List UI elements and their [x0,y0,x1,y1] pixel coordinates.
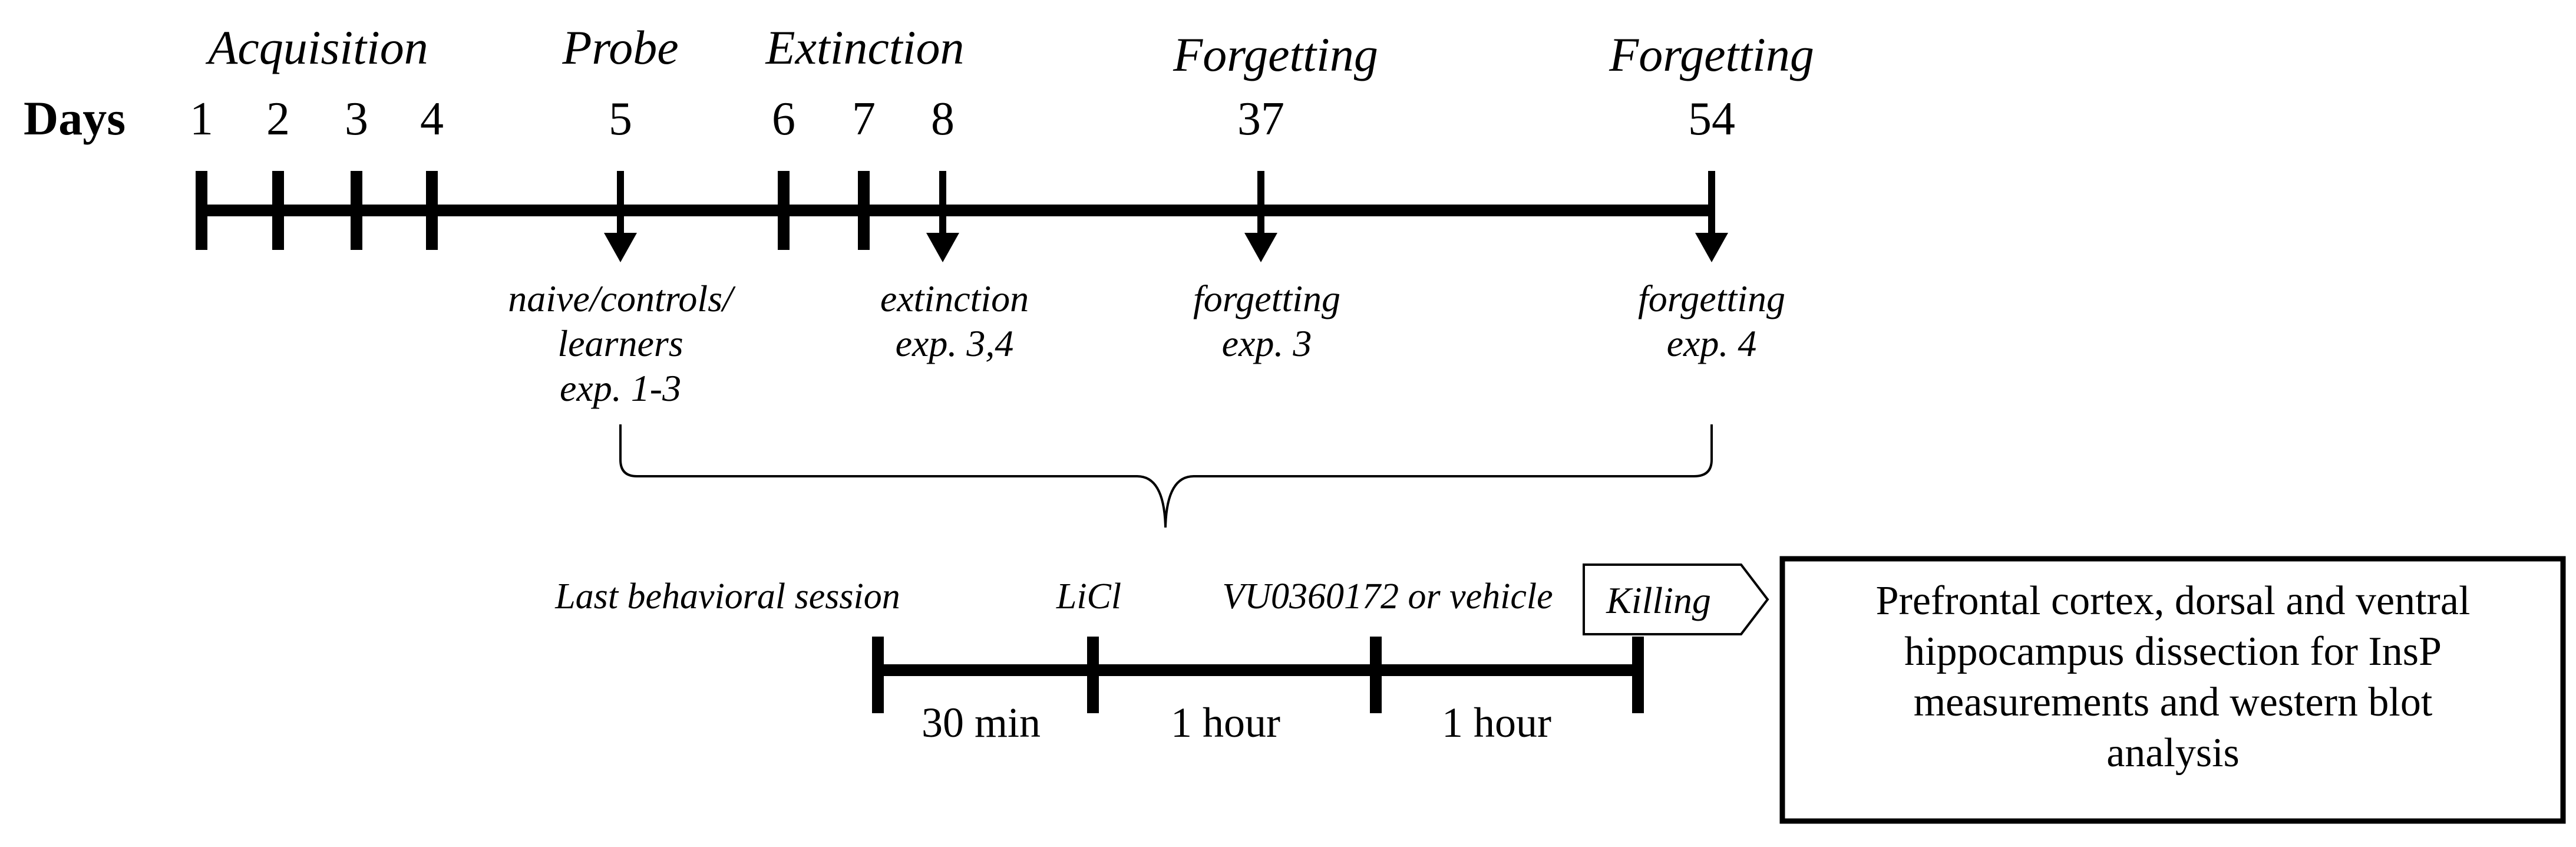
note-forgetting-37-line-2: exp. 3 [1222,322,1312,364]
day-number-2: 2 [266,93,290,145]
phase-label-extinction: Extinction [765,21,964,74]
note-probe-line-1: naive/controls/ [508,278,736,319]
day-number-54: 54 [1688,93,1735,145]
day-number-3: 3 [345,93,368,145]
day-number-4: 4 [420,93,444,145]
outcome-line-3: measurements and western blot [1914,680,2433,725]
drug-label: VU0360172 or vehicle [1222,576,1553,617]
day-number-5: 5 [609,93,632,145]
arrow-day-54 [1695,171,1728,262]
phase-label-probe: Probe [562,21,678,74]
licl-label: LiCl [1056,576,1121,617]
outcome-line-2: hippocampus dissection for InsP [1904,629,2442,674]
note-extinction-line-1: extinction [880,278,1029,319]
outcome-line-1: Prefrontal cortex, dorsal and ventral [1876,578,2471,624]
interval-30-min: 30 min [922,699,1041,746]
interval-1-hour-second: 1 hour [1442,699,1551,746]
arrow-day-8 [926,171,959,262]
phase-label-forgetting-54: Forgetting [1609,28,1814,81]
note-extinction-line-2: exp. 3,4 [896,322,1014,364]
phase-label-forgetting-37: Forgetting [1173,28,1378,81]
killing-label: Killing [1606,579,1711,621]
interval-1-hour-first: 1 hour [1171,699,1280,746]
note-probe-line-3: exp. 1-3 [560,367,681,409]
arrow-day-5 [604,171,637,262]
note-forgetting-54-line-2: exp. 4 [1667,322,1757,364]
days-label: Days [24,91,126,145]
main-timeline [196,171,1715,250]
note-probe-line-2: learners [557,322,683,364]
killing-marker: Killing [1583,563,1769,635]
outcome-line-4: analysis [2106,730,2240,776]
note-forgetting-54-line-1: forgetting [1638,278,1785,319]
day-number-6: 6 [772,93,795,145]
note-probe: naive/controls/ learners exp. 1-3 [508,278,736,409]
last-behavioral-session-label: Last behavioral session [554,576,900,617]
note-extinction: extinction exp. 3,4 [880,278,1029,364]
timeline-arrows [604,171,1728,262]
note-forgetting-37: forgetting exp. 3 [1193,278,1340,364]
outcome-box: Prefrontal cortex, dorsal and ventral hi… [1779,556,2566,824]
day-number-8: 8 [931,93,955,145]
arrow-day-37 [1244,171,1277,262]
note-forgetting-37-line-1: forgetting [1193,278,1340,319]
session-timeline [872,637,1644,713]
day-number-37: 37 [1237,93,1284,145]
day-number-7: 7 [852,93,876,145]
phase-label-acquisition: Acquisition [205,21,428,74]
curly-brace [619,424,1713,528]
note-forgetting-54: forgetting exp. 4 [1638,278,1785,364]
day-number-1: 1 [190,93,213,145]
